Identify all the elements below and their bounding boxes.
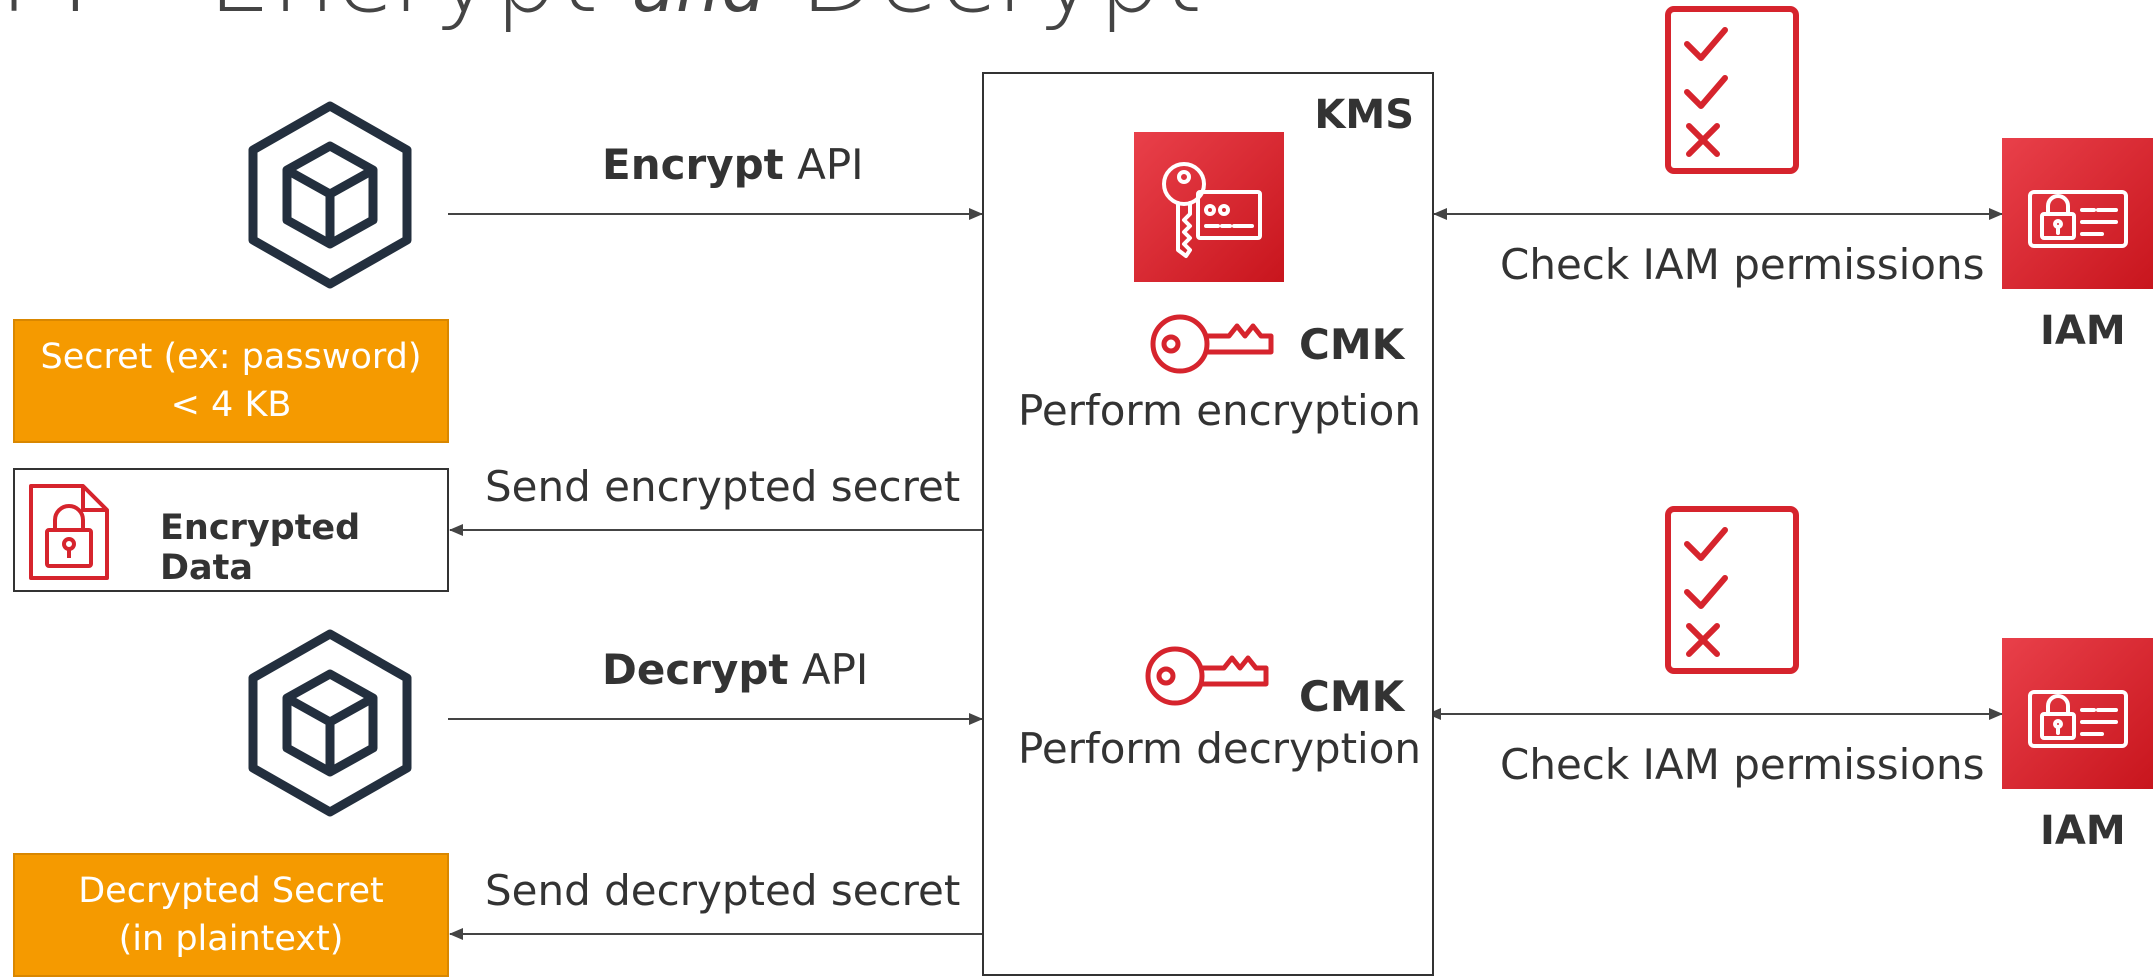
checklist-icon [1665,506,1799,674]
cmk-key-icon [1149,312,1274,376]
secret-box-line1: Secret (ex: password) [40,337,422,377]
send-decrypted-label: Send decrypted secret [485,866,961,915]
send-encrypted-label: Send encrypted secret [485,462,961,511]
title-main: API – Encrypt [0,0,599,35]
decrypted-box-line1: Decrypted Secret [78,871,384,911]
iam-id-card-icon [2002,138,2153,289]
kms-label: KMS [1314,92,1414,138]
decrypted-box-line2: (in plaintext) [118,919,344,959]
kms-box: KMS CMK Perform encr [982,72,1434,976]
iam-bottom-label: IAM [2040,808,2126,854]
encrypt-api-bold: Encrypt [602,140,784,189]
sdk-cube-icon [245,100,415,290]
checklist-icon [1665,6,1799,174]
decrypt-api-label: Decrypt API [602,645,868,695]
title-end: Decrypt [800,0,1203,35]
decrypt-api-bold: Decrypt [602,645,789,694]
cmk-key-icon [1144,644,1269,708]
cmk-bottom-label: CMK [1299,672,1405,721]
decrypt-api-rest: API [801,645,869,694]
encrypted-data-label: Encrypted Data [160,508,361,588]
decrypted-secret-box: Decrypted Secret (in plaintext) [13,853,449,977]
encrypted-file-icon [27,482,111,582]
page-title: API – Encrypt and Decrypt [0,0,1330,42]
perform-encryption-label: Perform encryption [1018,386,1421,435]
cmk-top-label: CMK [1299,320,1405,369]
check-iam-top-label: Check IAM permissions [1500,240,1985,289]
encrypt-api-rest: API [797,140,864,189]
kms-key-icon [1134,132,1284,282]
encrypt-api-label: Encrypt API [602,140,864,190]
iam-top-label: IAM [2040,308,2126,354]
iam-id-card-icon [2002,638,2153,789]
title-and: and [632,0,767,28]
sdk-cube-icon [245,628,415,818]
check-iam-bottom-label: Check IAM permissions [1500,740,1985,789]
encrypted-data-box: Encrypted Data [13,468,449,592]
secret-box-line2: < 4 KB [170,385,292,425]
secret-box: Secret (ex: password) < 4 KB [13,319,449,443]
perform-decryption-label: Perform decryption [1018,724,1422,773]
